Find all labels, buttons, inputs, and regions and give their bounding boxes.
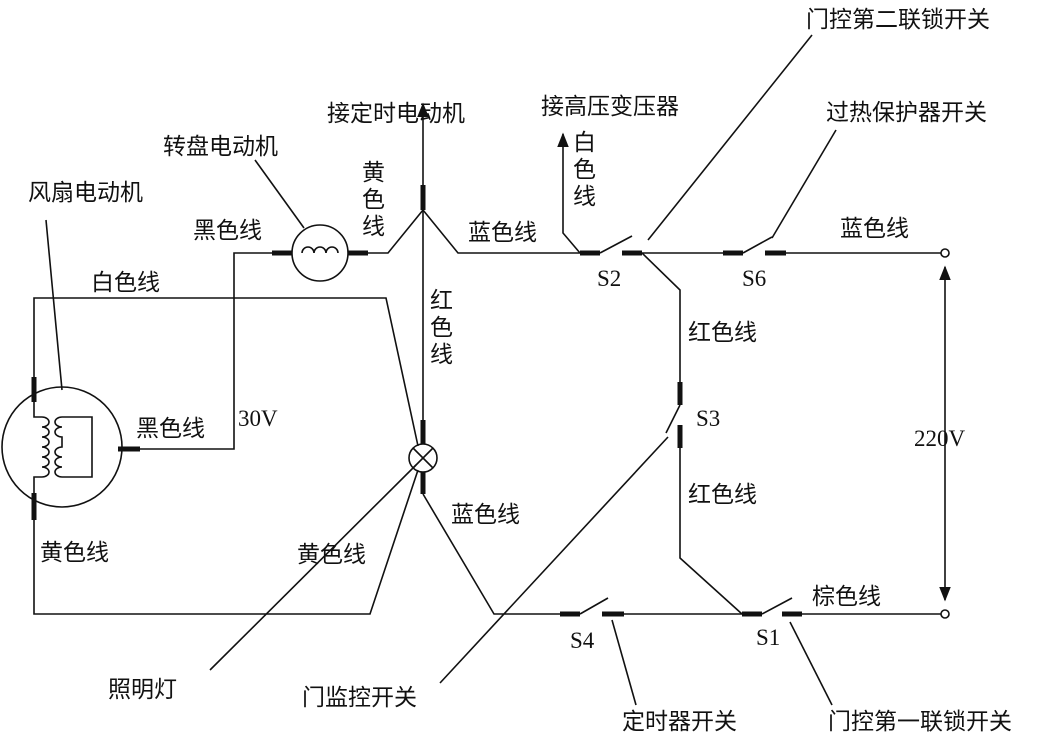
door-monitor-switch-label: 门监控开关 (302, 685, 417, 711)
timer-switch-label: 定时器开关 (622, 709, 737, 735)
red-wire-vertical-label: 红色线 (430, 288, 453, 368)
lamp-symbol (408, 420, 438, 494)
yellow-wire-vertical-label: 黄色线 (362, 160, 385, 240)
turntable-motor (272, 224, 368, 282)
overheat-protector-label: 过热保护器开关 (826, 100, 987, 126)
switch-s2-label: S2 (597, 266, 621, 291)
red-wire-upper-label: 红色线 (688, 320, 757, 346)
switch-s4-label: S4 (570, 628, 595, 653)
white-wire-vertical-label: 白色线 (573, 130, 596, 210)
to-timer-motor-label: 接定时电动机 (327, 101, 465, 127)
blue-wire-right-label: 蓝色线 (840, 216, 909, 242)
volt-220-label: 220V (914, 426, 966, 451)
door-second-interlock-label: 门控第二联锁开关 (806, 7, 990, 33)
leader-lines (45, 34, 837, 706)
switch-s3-label: S3 (696, 406, 720, 431)
lamp-label: 照明灯 (108, 677, 177, 703)
black-wire-mid-label: 黑色线 (136, 416, 205, 442)
turntable-motor-label: 转盘电动机 (163, 134, 278, 160)
blue-wire-lamp-label: 蓝色线 (451, 502, 520, 528)
wires (33, 102, 951, 619)
red-wire-lower-label: 红色线 (688, 482, 757, 508)
yellow-wire-mid-label: 黄色线 (297, 542, 366, 568)
switch-s1-label: S1 (756, 625, 780, 650)
door-first-interlock-label: 门控第一联锁开关 (828, 709, 1012, 735)
black-wire-top-label: 黑色线 (193, 218, 262, 244)
yellow-wire-left-label: 黄色线 (40, 540, 109, 566)
fan-motor-label: 风扇电动机 (28, 180, 143, 206)
switch-s6-label: S6 (742, 266, 766, 291)
brown-wire-label: 棕色线 (812, 584, 881, 610)
volt-30-label: 30V (238, 406, 278, 431)
white-wire-label: 白色线 (91, 270, 160, 296)
blue-wire-top-label: 蓝色线 (468, 220, 537, 246)
fan-motor (1, 377, 140, 520)
to-hv-transformer-label: 接高压变压器 (541, 94, 679, 120)
